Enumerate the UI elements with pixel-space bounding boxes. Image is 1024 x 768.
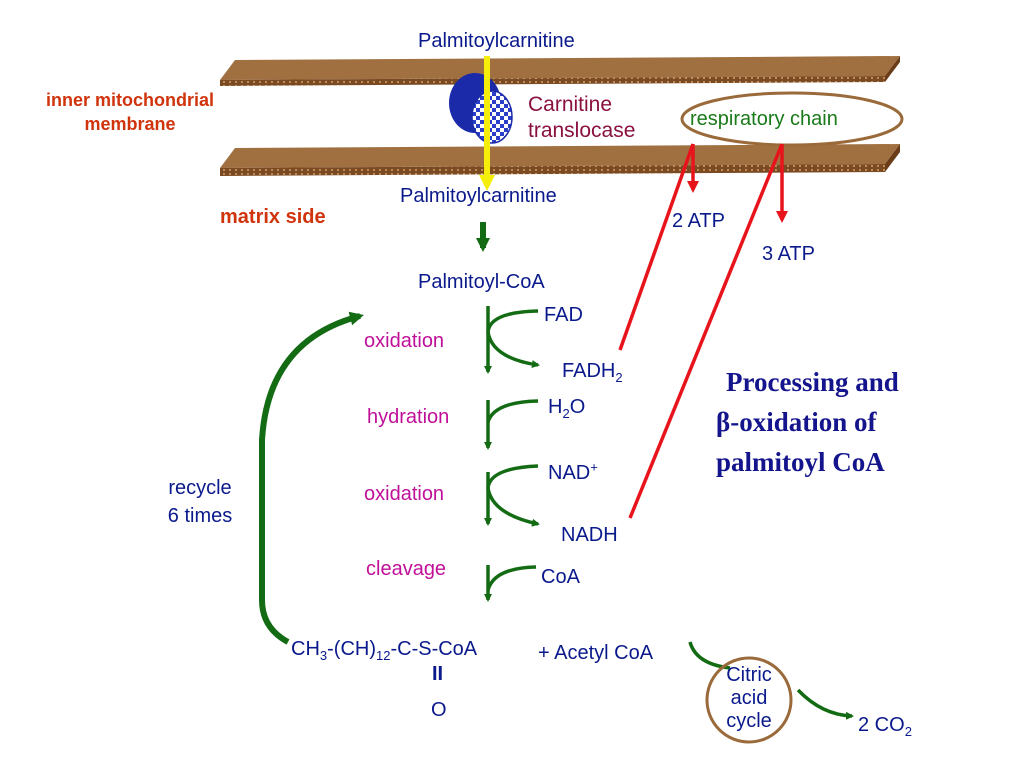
fadh2-sub: 2 [615, 370, 623, 385]
title-line1: Processing and [726, 367, 899, 397]
fadh2-text: FADH [562, 360, 616, 382]
nad-sup: + [590, 459, 598, 475]
double-bond-mark: II [432, 663, 444, 685]
co2-sub: 2 [904, 724, 912, 739]
formula-thioester: -C-S-CoA [390, 638, 478, 660]
title-beta: β [716, 407, 731, 437]
nad-label: NAD+ [548, 459, 598, 485]
recycle-line2: 6 times [167, 505, 233, 527]
title-line2: β-oxidation of [716, 402, 899, 442]
palmitoyl-coa-label: Palmitoyl-CoA [418, 271, 545, 293]
cycle-to-co2-arrow [796, 688, 854, 720]
palmitoylcarnitine-top-label: Palmitoylcarnitine [418, 30, 575, 52]
translocase-line2: translocase [528, 119, 636, 142]
fadh2-to-chain-arrow [618, 143, 695, 351]
water-label: H2O [548, 395, 586, 421]
recycle-loop-arrow [259, 311, 364, 645]
co2-label: 2 CO2 [858, 713, 912, 739]
translocase-label: Carnitine translocase [528, 92, 635, 144]
title-line3: palmitoyl CoA [716, 447, 885, 477]
atp-3-label: 3 ATP [762, 243, 815, 265]
nadh-label: NADH [561, 524, 618, 546]
citric-line1: Citric [726, 664, 772, 686]
fadh2-label: FADH2 [562, 359, 623, 385]
citric-cycle-circle [705, 656, 793, 744]
respiratory-chain-label: respiratory chain [690, 108, 838, 130]
membrane-bottom-slab [220, 144, 900, 176]
membrane-label: inner mitochondrial membrane [22, 88, 238, 136]
water-h: H [548, 396, 563, 418]
water-o: O [569, 396, 586, 418]
coa-label: CoA [541, 566, 580, 588]
recycle-line1: recycle [168, 477, 232, 499]
slide-title: Processing and β-oxidation of palmitoyl … [716, 362, 899, 482]
water-curve [486, 399, 539, 423]
atp-2-label: 2 ATP [672, 210, 725, 232]
acyl-coa-formula: CH3-(CH)12-C-S-CoA [291, 637, 478, 663]
co2-text: 2 CO [858, 714, 905, 736]
membrane-top-slab [220, 56, 900, 86]
cleavage-label: cleavage [366, 558, 447, 580]
formula-ch: CH [291, 638, 320, 660]
oxygen-label: O [431, 699, 447, 721]
matrix-side-label: matrix side [220, 206, 326, 228]
nadh-to-chain-arrow [628, 143, 784, 519]
acetyl-coa-label: + Acetyl CoA [538, 642, 654, 664]
palmitoylcarnitine-bottom-label: Palmitoylcarnitine [400, 185, 557, 207]
membrane-label-line2: membrane [84, 114, 176, 134]
membrane-label-line1: inner mitochondrial [45, 90, 214, 110]
nad-curve [486, 464, 540, 527]
formula-sub-12: 12 [376, 648, 391, 663]
hydration-label: hydration [367, 406, 450, 428]
oxidation-2-label: oxidation [364, 483, 445, 505]
fad-label: FAD [544, 304, 583, 326]
fad-curve [486, 309, 540, 369]
title-line2-rest: -oxidation of [730, 407, 877, 437]
citric-line2: acid [730, 687, 768, 709]
citric-line3: cycle [726, 710, 772, 732]
nad-text: NAD [548, 462, 591, 484]
translocase-line1: Carnitine [528, 93, 613, 116]
citric-cycle-label: Citric acid cycle [712, 664, 786, 733]
respiratory-chain-ellipse [680, 91, 904, 147]
formula-sub-3: 3 [319, 648, 328, 663]
coa-curve [486, 565, 537, 591]
oxidation-1-label: oxidation [364, 330, 445, 352]
formula-ch-chain: -(CH) [327, 638, 376, 660]
water-sub: 2 [562, 406, 570, 421]
recycle-label: recycle 6 times [152, 474, 248, 530]
